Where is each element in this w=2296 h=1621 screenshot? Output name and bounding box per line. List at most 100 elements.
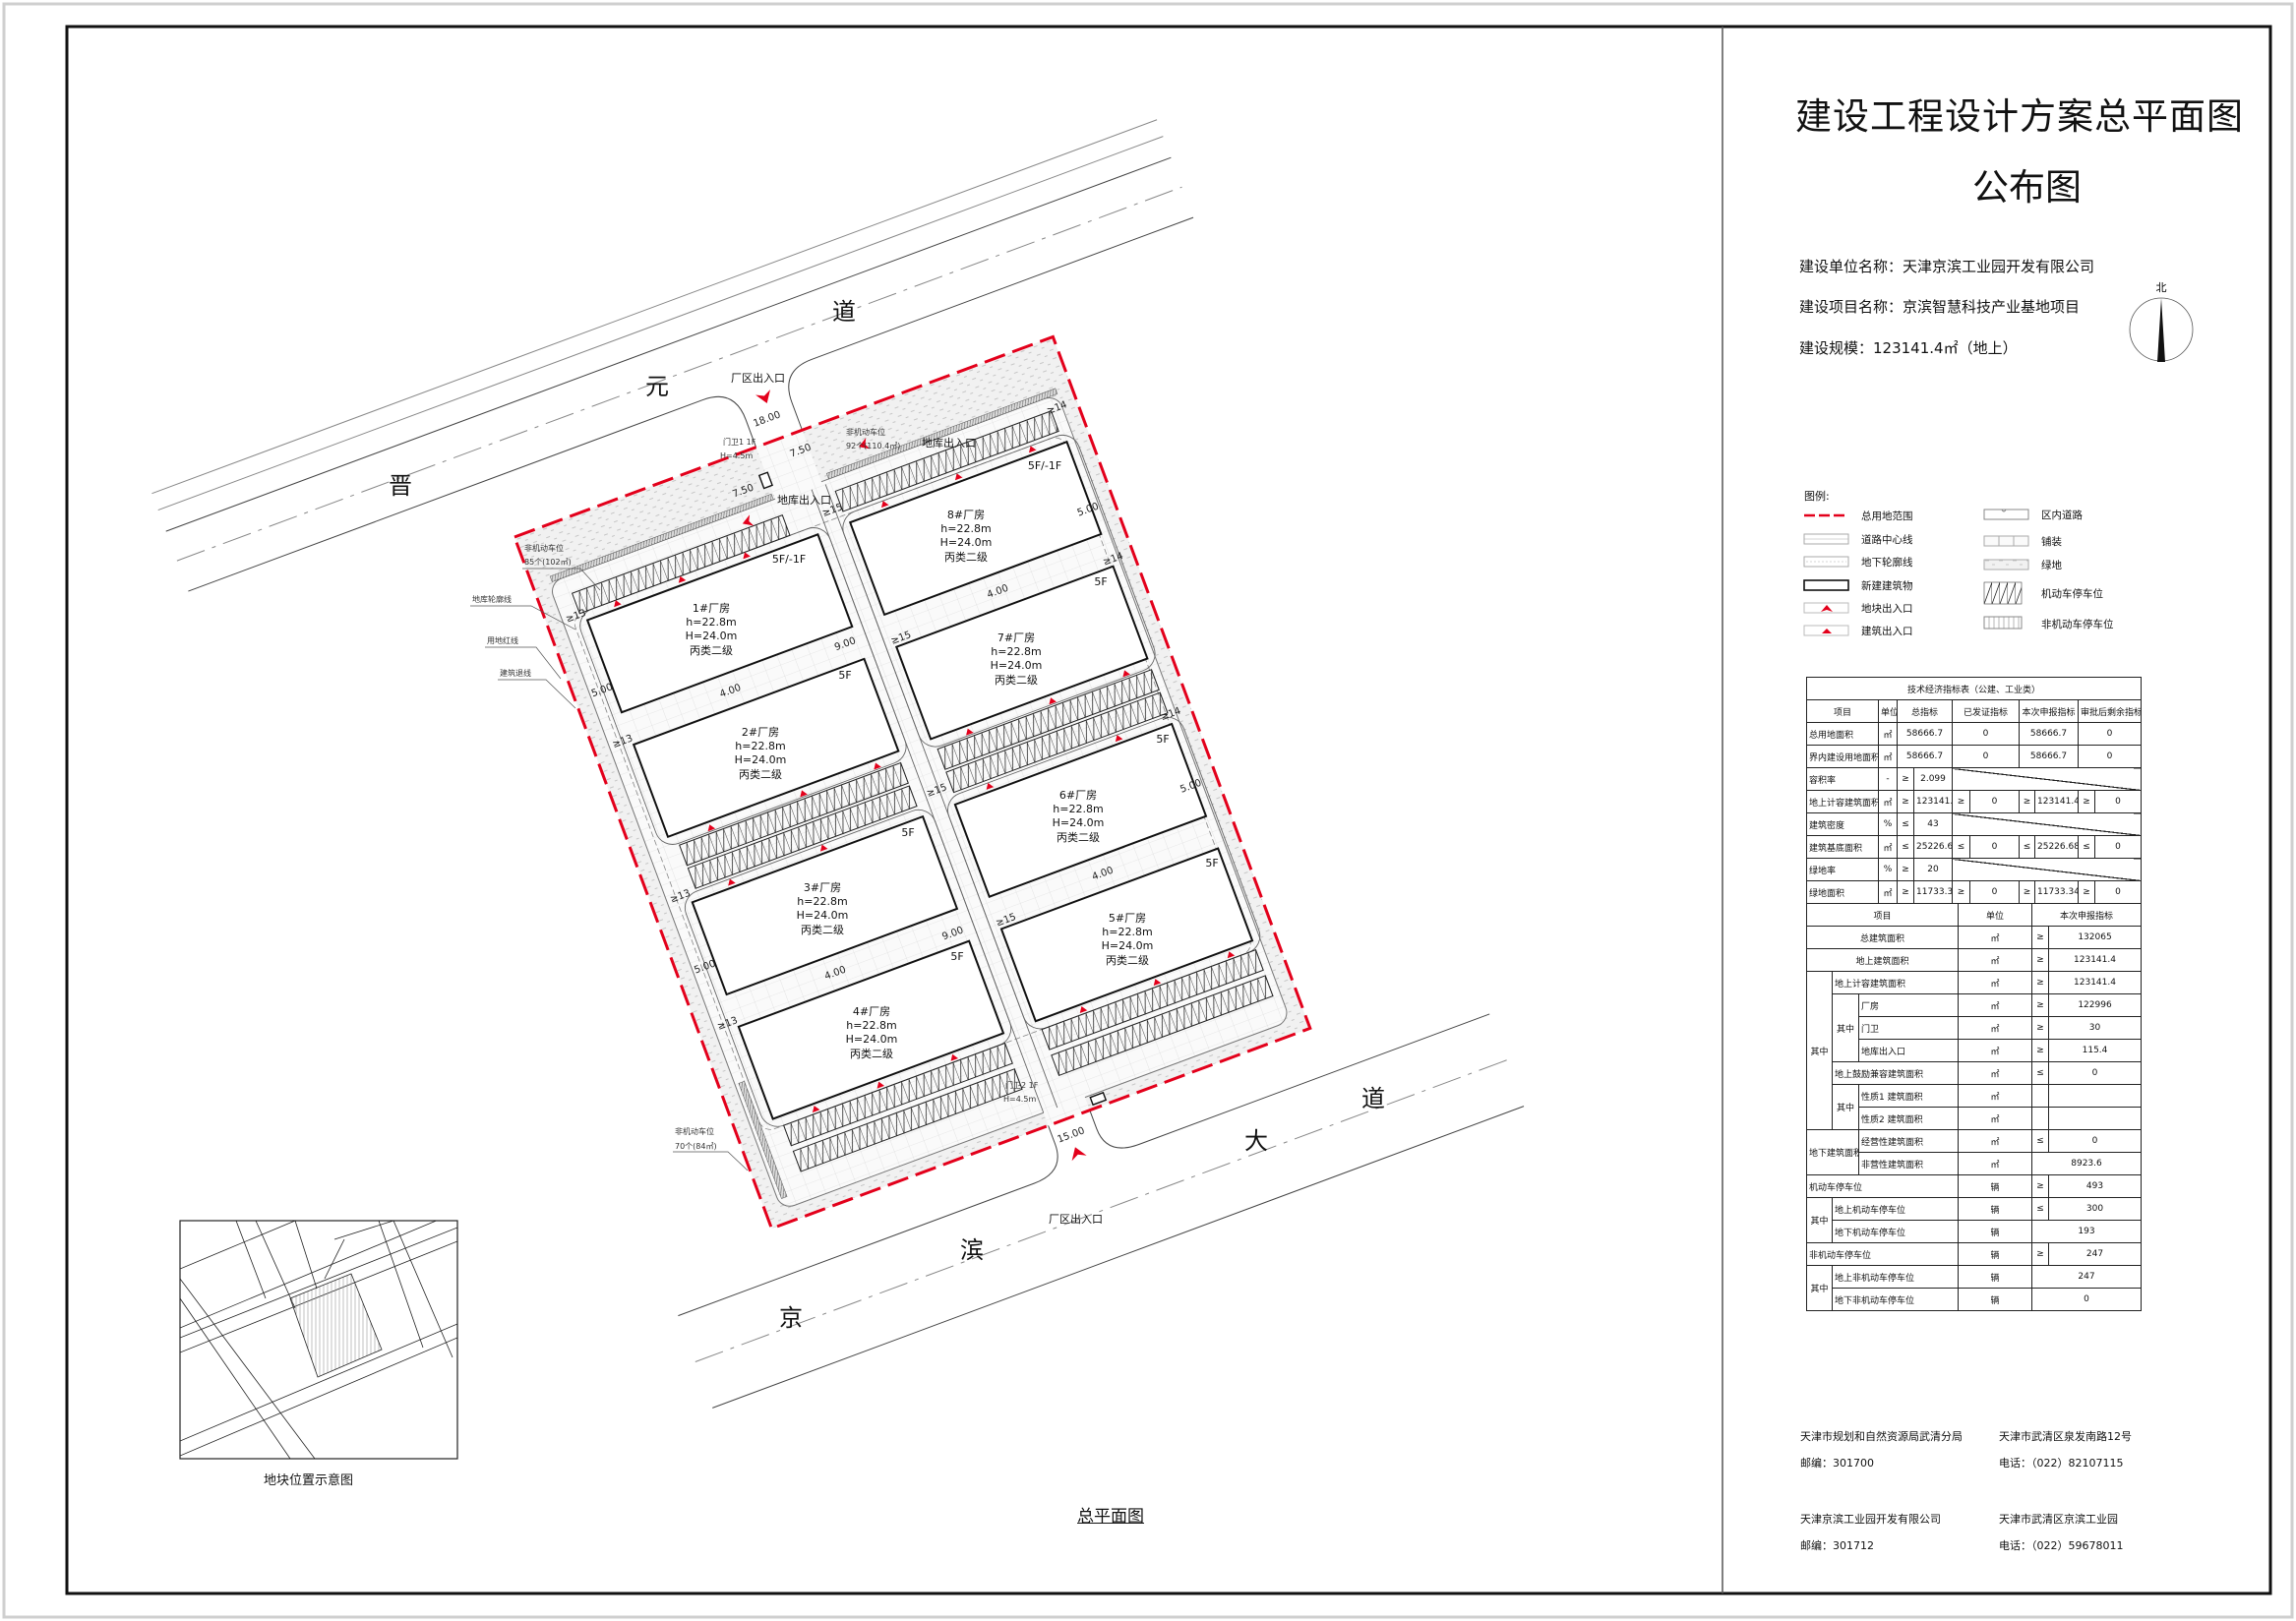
svg-text:h=22.8m: h=22.8m (940, 522, 991, 535)
building-8[interactable] (848, 440, 1103, 617)
svg-text:丙类二级: 丙类二级 (1106, 953, 1149, 967)
svg-text:h=22.8m: h=22.8m (735, 740, 785, 752)
dim-gate-north: 18.00 (752, 409, 782, 429)
plan-caption: 总平面图 (1077, 1507, 1144, 1527)
project-name: 建设项目名称：京滨智慧科技产业基地项目 (1799, 298, 2081, 316)
svg-text:h=22.8m: h=22.8m (1053, 803, 1103, 815)
legend-item: 铺装 (2041, 536, 2062, 548)
building-7[interactable] (894, 565, 1149, 741)
legend-item: 区内道路 (2041, 510, 2083, 521)
garage-entry-label: 地库出入口 (922, 436, 976, 450)
table-row: 机动车停车位辆≥493 (1806, 1174, 2143, 1198)
building-3[interactable] (691, 814, 959, 996)
car-parking-strips (571, 410, 1274, 1172)
building-4[interactable] (737, 939, 1005, 1120)
garage-entry-label: 地库出入口 (777, 493, 831, 507)
building-2[interactable] (632, 657, 900, 839)
tech-indicator-table: 技术经济指标表（公建、工业类） 项目单位 总指标已发证指标 本次申报指标审批后剩… (1805, 677, 2143, 904)
new-building-icon (1803, 579, 1849, 591)
parking-strip (937, 669, 1160, 770)
guard2-label: 门卫2 1F (1005, 1080, 1039, 1090)
legend-item: 地块出入口 (1861, 603, 1913, 615)
svg-text:丙类二级: 丙类二级 (690, 643, 733, 657)
footer-org2-postcode: 邮编：301712 (1800, 1539, 1874, 1552)
svg-text:4#厂房: 4#厂房 (853, 1005, 890, 1018)
svg-text:5F: 5F (1156, 733, 1169, 746)
paving-icon (1983, 535, 2029, 547)
table-row: 容积率-≥2.099 (1806, 767, 2143, 791)
table-row: 建筑密度%≤43 (1806, 812, 2143, 836)
legend-item: 非机动车停车位 (2041, 619, 2114, 630)
building-5[interactable] (999, 847, 1254, 1023)
parking-strip (792, 1068, 1023, 1172)
svg-text:2#厂房: 2#厂房 (742, 726, 779, 739)
parking-strip (945, 691, 1169, 794)
parking-strip (834, 410, 1059, 512)
garage-outline (574, 437, 1251, 1130)
red-line-label: 用地红线 (487, 635, 518, 645)
svg-text:h=22.8m: h=22.8m (686, 616, 736, 629)
table-row: 绿地率%≥20 (1806, 858, 2143, 881)
svg-text:H=24.0m: H=24.0m (797, 909, 849, 922)
legend-heading: 图例: (1804, 490, 1830, 503)
svg-text:丙类二级: 丙类二级 (850, 1047, 893, 1060)
svg-text:H=24.0m: H=24.0m (991, 659, 1043, 672)
legend-item: 总用地范围 (1861, 510, 1913, 522)
inset-caption: 地块位置示意图 (264, 1473, 354, 1488)
parking-strip (571, 514, 791, 615)
building-entrances (614, 446, 1236, 1113)
legend-item: 机动车停车位 (2041, 588, 2103, 600)
legend-item: 新建建筑物 (1861, 580, 1913, 592)
bike-north-count: 92个(110.4㎡) (846, 442, 900, 450)
site-plan: 18.00 7.50 7.50 9.00 9.00 15.00 5.00 5.0… (151, 119, 1525, 1409)
svg-text:丙类二级: 丙类二级 (801, 923, 844, 936)
internal-road-icon (1983, 509, 2029, 520)
legend-item: 绿地 (2041, 560, 2062, 571)
street-north-char: 晋 (389, 472, 412, 500)
buildings (585, 440, 1254, 1120)
svg-text:H=24.0m: H=24.0m (1102, 939, 1154, 952)
drawing-frame (65, 25, 2272, 1595)
south-gate-road (1041, 1091, 1090, 1126)
car-parking-icon (1983, 581, 2023, 605)
svg-text:5F: 5F (838, 669, 851, 682)
svg-text:7#厂房: 7#厂房 (997, 631, 1035, 644)
bike-parking-west (549, 493, 774, 582)
svg-text:3#厂房: 3#厂房 (804, 881, 841, 894)
bike-parking-south (738, 1080, 788, 1199)
guard1-height: H=4.5m (720, 451, 753, 460)
svg-text:H=24.0m: H=24.0m (1053, 816, 1105, 829)
garage-entrance-arrow (742, 514, 755, 526)
building-6[interactable] (953, 722, 1208, 898)
svg-text:6#厂房: 6#厂房 (1059, 789, 1097, 802)
building-1[interactable] (585, 533, 854, 714)
svg-text:5F: 5F (1205, 857, 1218, 870)
svg-text:H=24.0m: H=24.0m (686, 630, 738, 642)
legend-item: 道路中心线 (1861, 534, 1913, 546)
north-label: 北 (2156, 281, 2167, 294)
gate-north-label: 厂区出入口 (731, 371, 785, 385)
guard-house-2 (1089, 1091, 1108, 1107)
